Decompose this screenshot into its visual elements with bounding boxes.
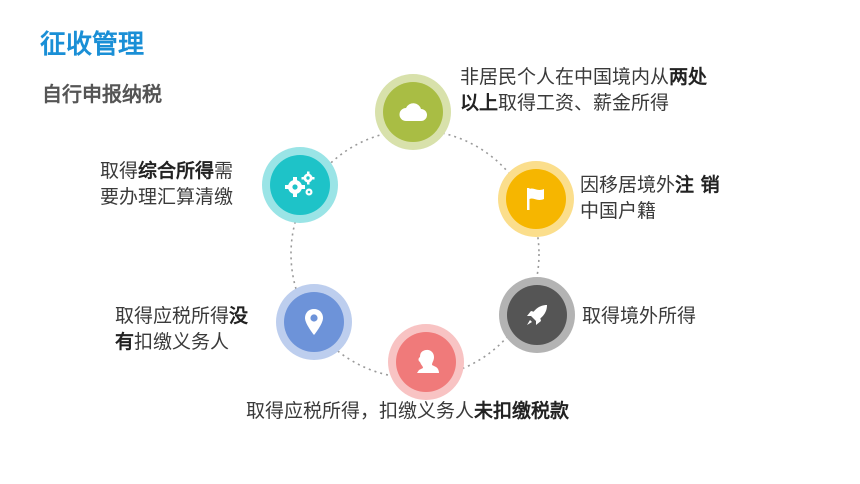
label-text: 扣缴义务人 (134, 331, 230, 353)
label-overseas-income: 取得境外所得 (582, 303, 696, 329)
label-line: 非居民个人在中国境内从两处 (460, 64, 707, 90)
label-no-withholding-agent: 取得应税所得没 有扣缴义务人 (115, 303, 248, 355)
label-line: 以上取得工资、薪金所得 (460, 90, 707, 116)
label-text: 非居民个人在中国境内从 (460, 66, 670, 88)
flag-node (498, 161, 574, 237)
emphasis-text: 以上 (460, 92, 499, 114)
label-line: 取得境外所得 (582, 303, 696, 329)
gears-icon (270, 155, 330, 215)
label-line: 取得应税所得没 (115, 303, 248, 329)
person-icon (396, 332, 456, 392)
label-text: 取得工资、薪金所得 (498, 92, 670, 114)
cloud-icon (383, 82, 443, 142)
label-withholding-not-paid: 取得应税所得，扣缴义务人未扣缴税款 (246, 398, 569, 424)
location-pin-icon (284, 292, 344, 352)
label-text: 取得 (100, 160, 139, 182)
label-line: 取得综合所得需 (100, 158, 233, 184)
label-line: 取得应税所得，扣缴义务人未扣缴税款 (246, 398, 569, 424)
emphasis-text: 没 (229, 305, 249, 327)
label-text: 需 (214, 160, 234, 182)
gears-node (262, 147, 338, 223)
rocket-icon (507, 285, 567, 345)
label-line: 要办理汇算清缴 (100, 184, 233, 210)
label-emigration-deregistration: 因移居境外注 销 中国户籍 (580, 172, 720, 224)
location-node (276, 284, 352, 360)
label-two-sources-salary: 非居民个人在中国境内从两处 以上取得工资、薪金所得 (460, 64, 707, 116)
page-subtitle: 自行申报纳税 (42, 82, 162, 106)
emphasis-text: 两处 (669, 66, 708, 88)
label-text: 中国户籍 (580, 200, 657, 222)
label-text: 因移居境外 (580, 174, 676, 196)
label-line: 有扣缴义务人 (115, 329, 248, 355)
emphasis-text: 注 销 (675, 174, 720, 196)
emphasis-text: 综合所得 (138, 160, 215, 182)
label-text: 取得境外所得 (582, 305, 697, 327)
label-text: 取得应税所得 (115, 305, 230, 327)
rocket-node (499, 277, 575, 353)
label-line: 中国户籍 (580, 198, 720, 224)
label-line: 因移居境外注 销 (580, 172, 720, 198)
flag-icon (506, 169, 566, 229)
person-node (388, 324, 464, 400)
page-title: 征收管理 (40, 30, 145, 60)
label-text: 要办理汇算清缴 (100, 186, 234, 208)
label-comprehensive-income: 取得综合所得需 要办理汇算清缴 (100, 158, 233, 210)
emphasis-text: 未扣缴税款 (474, 400, 570, 422)
emphasis-text: 有 (115, 331, 135, 353)
cloud-node (375, 74, 451, 150)
label-text: 取得应税所得，扣缴义务人 (246, 400, 475, 422)
